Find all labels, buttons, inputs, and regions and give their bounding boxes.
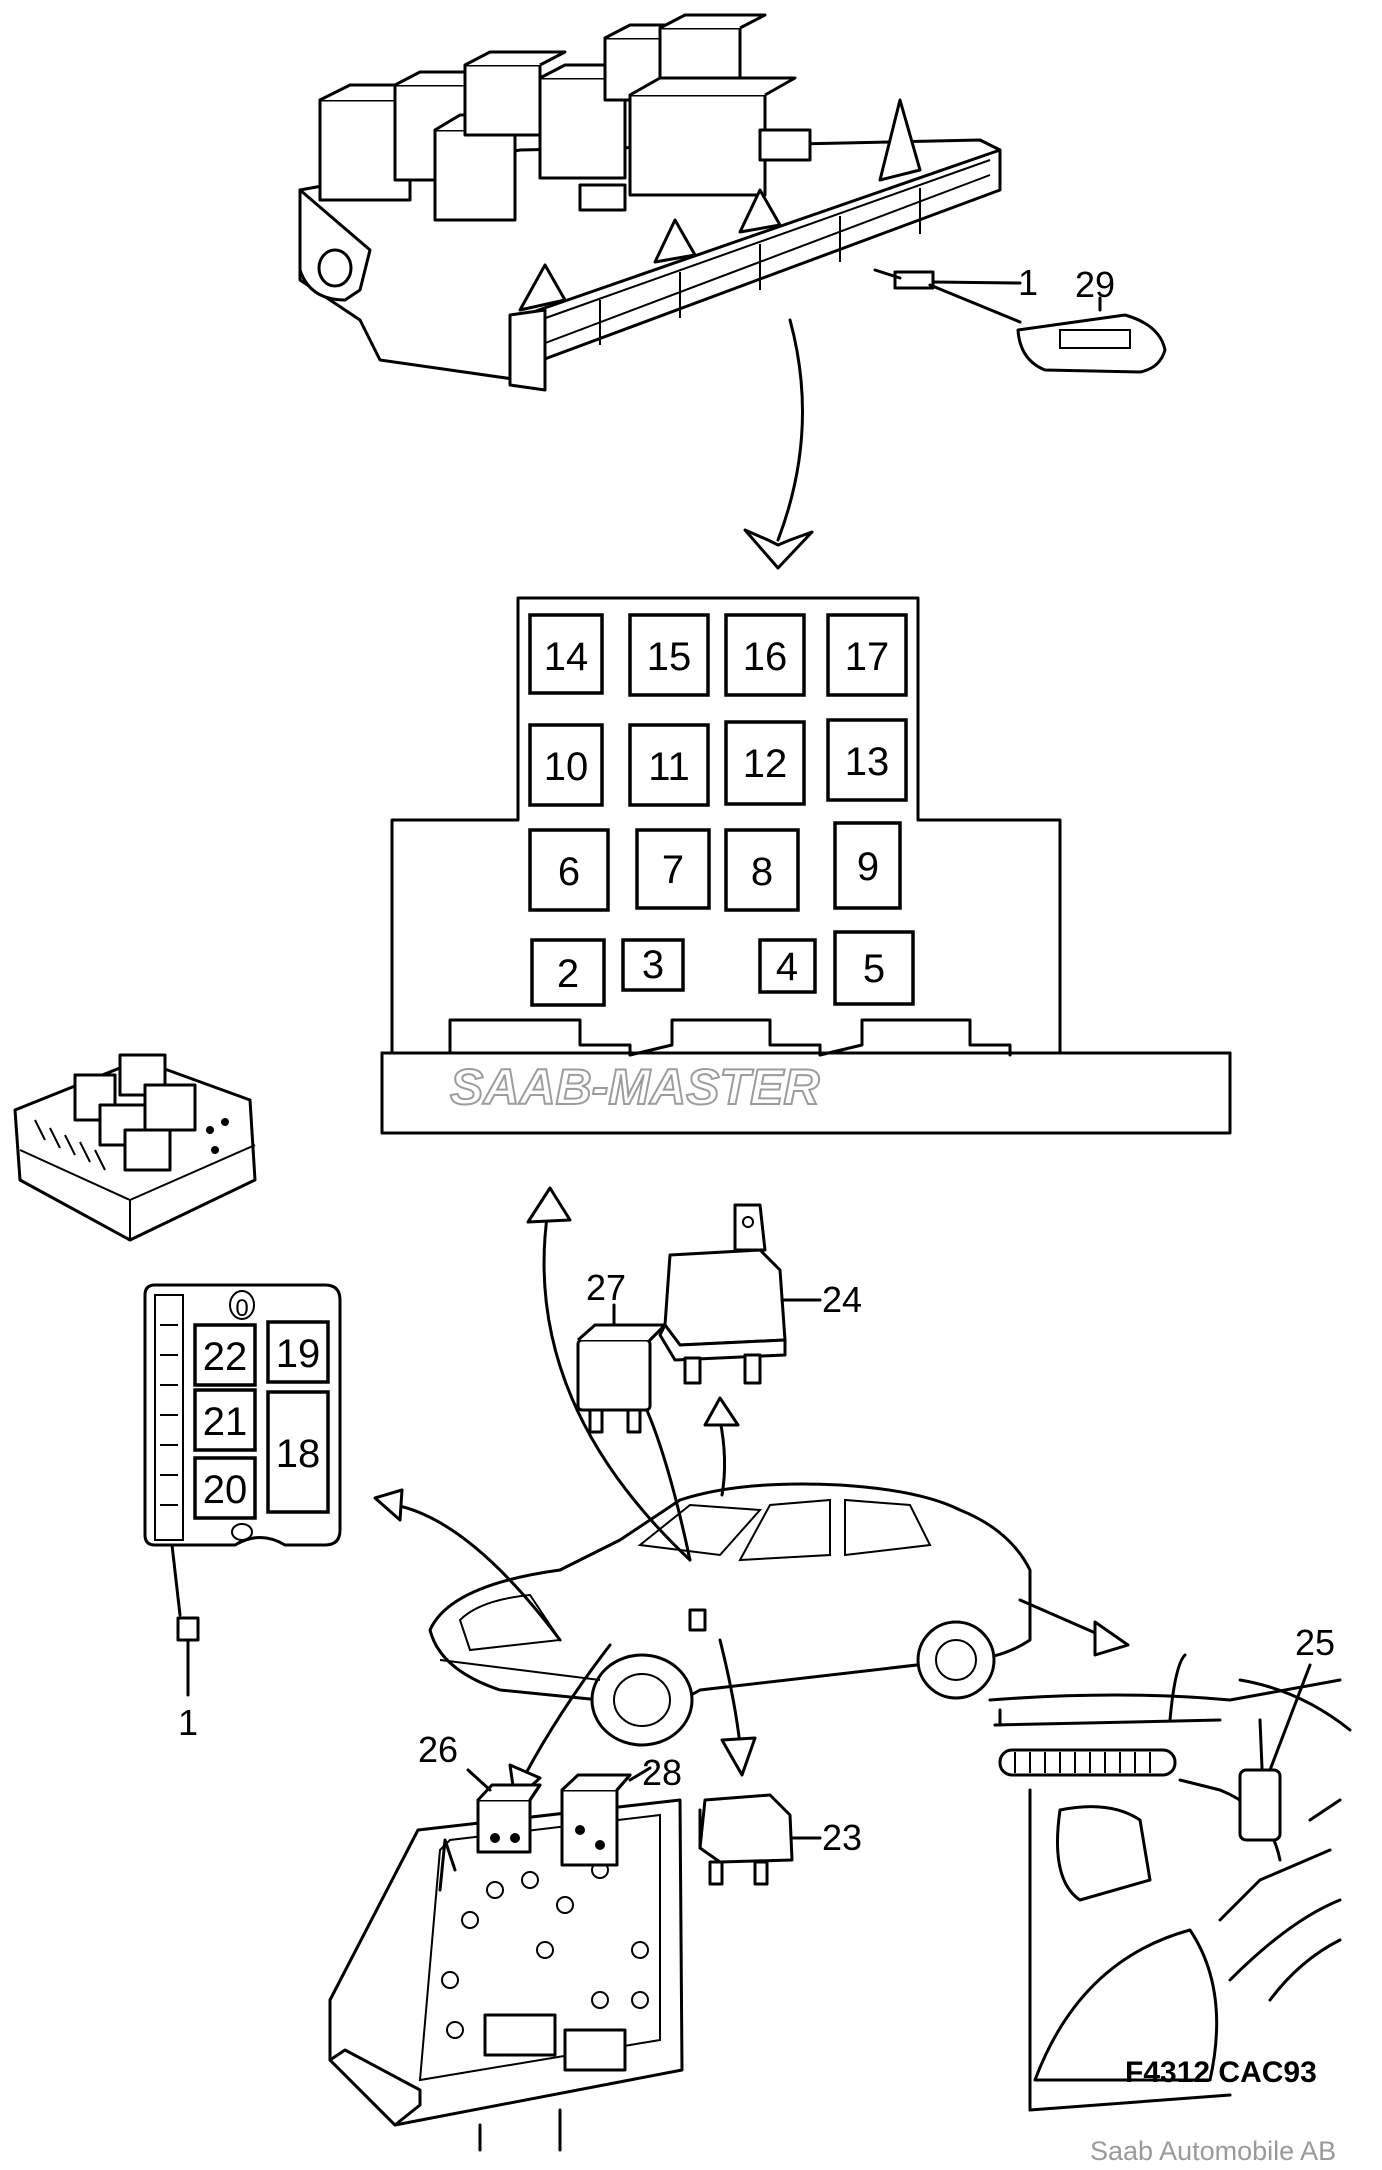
car-illustration [428, 1482, 1032, 1747]
figure-code: F4312 CAC93 [1125, 2056, 1317, 2089]
trunk-illustration [988, 1653, 1352, 2112]
arrow-down-to-panel [743, 318, 814, 570]
relay-panel-schematic [380, 596, 1232, 1135]
relay-slot-label: 9 [857, 845, 879, 889]
relay-slot-label: 16 [743, 635, 788, 679]
relay-slot-label: 3 [642, 943, 664, 987]
relay-slot-label: 11 [648, 745, 690, 789]
relay-slots: 14 15 16 17 10 11 12 13 6 7 8 9 2 3 4 5 [528, 613, 915, 1007]
small-fuse-box-illustration [13, 1053, 257, 1242]
relay-27-illustration [576, 1303, 667, 1434]
fuse-slot-label: 22 [203, 1335, 248, 1379]
fuse-top-mark: 0 [235, 1295, 248, 1322]
relay-slot-label: 7 [662, 848, 684, 892]
callout-27: 27 [586, 1267, 626, 1308]
relay-slot-label: 10 [544, 745, 589, 789]
relay-slot-label: 15 [647, 635, 692, 679]
callout-23: 23 [822, 1817, 862, 1858]
fuse-slot-label: 19 [276, 1332, 321, 1376]
callout-24: 24 [822, 1279, 862, 1320]
relay-28-illustration [560, 1766, 652, 1867]
callout-1-top: 1 [1018, 262, 1038, 303]
relay-slot-label: 2 [557, 952, 579, 996]
fuse-slot-label: 20 [203, 1468, 248, 1512]
car-arrows [373, 1186, 1130, 1802]
relay-slot-label: 12 [743, 742, 788, 786]
fuse-panel-schematic [143, 1283, 342, 1642]
relay-slot-label: 17 [845, 635, 890, 679]
callout-29: 29 [1075, 264, 1115, 305]
relay-bracket-illustration [328, 1798, 684, 2152]
callout-26: 26 [418, 1729, 458, 1770]
fuse-slot-label: 18 [276, 1432, 321, 1476]
fuse-slot-label: 21 [203, 1400, 248, 1444]
relay-slot-label: 4 [776, 945, 798, 989]
relay-23-illustration [698, 1793, 822, 1886]
relay-centre-illustration [298, 13, 1167, 392]
watermark: SAAB-MASTER [450, 1059, 819, 1115]
relay-slot-label: 6 [558, 850, 580, 894]
callout-1-bottom: 1 [178, 1702, 198, 1743]
relay-slot-label: 5 [863, 947, 885, 991]
callout-28: 28 [642, 1752, 682, 1793]
callout-25: 25 [1295, 1622, 1335, 1663]
relay-slot-label: 13 [845, 740, 890, 784]
relay-slot-label: 14 [544, 635, 589, 679]
relay-slot-label: 8 [751, 850, 773, 894]
copyright: Saab Automobile AB [1090, 2136, 1336, 2166]
relay-26-illustration [466, 1768, 542, 1854]
relay-24-illustration [658, 1203, 822, 1385]
